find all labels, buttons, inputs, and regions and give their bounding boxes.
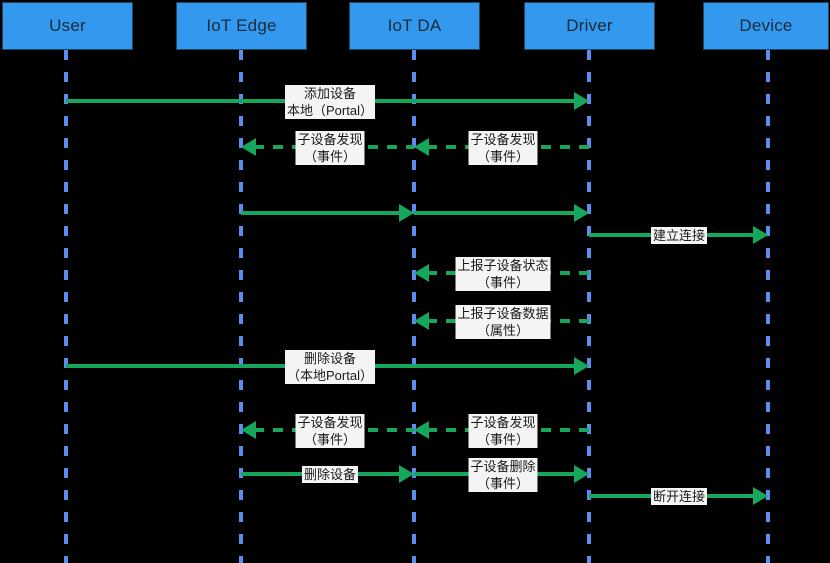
message-label-line: 子设备发现 [470, 415, 536, 430]
arrow-head-m2 [241, 138, 256, 156]
message-label-m9: 删除设备 （本地Portal） [285, 350, 375, 384]
actor-box-user[interactable]: User [2, 2, 133, 50]
arrow-head-m5 [574, 204, 589, 222]
message-label-m7: 上报子设备状态 （事件） [455, 257, 551, 291]
actor-label: Driver [566, 16, 613, 35]
arrow-head-m14 [753, 487, 768, 505]
lifeline-iot_da [412, 50, 416, 563]
arrow-head-m12 [399, 465, 414, 483]
lifeline-driver [587, 50, 591, 563]
actor-box-iot_edge[interactable]: IoT Edge [176, 2, 307, 50]
arrow-head-m1 [574, 92, 589, 110]
message-label-line: 删除设备 [303, 467, 357, 482]
actor-box-driver[interactable]: Driver [524, 2, 655, 50]
message-label-m12: 删除设备 [301, 466, 359, 483]
message-line-m4 [241, 211, 401, 215]
message-label-m14: 断开连接 [650, 488, 708, 505]
message-label-line: 子设备发现 [297, 132, 363, 147]
lifeline-user [64, 50, 68, 563]
message-label-line: 本地（Portal） [287, 103, 373, 118]
message-label-line: （事件） [476, 275, 530, 290]
message-label-line: 删除设备 [303, 351, 356, 366]
arrow-head-m10 [241, 421, 256, 439]
arrow-head-m4 [399, 204, 414, 222]
message-label-line: （本地Portal） [287, 368, 373, 383]
message-label-m3: 子设备发现 （事件） [468, 131, 538, 165]
actor-label: IoT Edge [206, 16, 277, 35]
lifeline-iot_edge [239, 50, 243, 563]
message-label-m11: 子设备发现 （事件） [468, 414, 538, 448]
message-label-line: （属性） [476, 323, 530, 338]
message-label-line: （事件） [476, 476, 530, 491]
message-label-line: （事件） [476, 432, 530, 447]
message-label-line: 子设备发现 [470, 132, 536, 147]
message-label-line: （事件） [476, 149, 530, 164]
arrow-head-m3 [414, 138, 429, 156]
message-label-line: 子设备发现 [297, 415, 363, 430]
arrow-head-m13 [574, 465, 589, 483]
arrow-head-m7 [414, 264, 429, 282]
arrow-head-m9 [574, 357, 589, 375]
message-label-m6: 建立连接 [650, 227, 708, 244]
arrow-head-m6 [753, 226, 768, 244]
message-label-m2: 子设备发现 （事件） [295, 131, 365, 165]
message-label-m13: 子设备删除 （事件） [468, 458, 538, 492]
message-label-m1: 添加设备本地（Portal） [285, 85, 375, 119]
message-label-line: 建立连接 [652, 228, 706, 243]
arrow-head-m8 [414, 312, 429, 330]
message-label-line: （事件） [303, 149, 357, 164]
actor-label: User [49, 16, 86, 35]
message-line-m5 [414, 211, 576, 215]
message-label-line: 子设备删除 [470, 459, 536, 474]
message-label-line: （事件） [303, 432, 357, 447]
actor-label: IoT DA [387, 16, 442, 35]
actor-box-device[interactable]: Device [703, 2, 829, 50]
message-label-line: 添加设备 [303, 86, 356, 101]
actor-box-iot_da[interactable]: IoT DA [349, 2, 480, 50]
message-label-m10: 子设备发现 （事件） [295, 414, 365, 448]
arrow-head-m11 [414, 421, 429, 439]
message-label-line: 上报子设备数据 [457, 306, 549, 321]
message-label-line: 上报子设备状态 [457, 258, 549, 273]
message-label-m8: 上报子设备数据 （属性） [455, 305, 551, 339]
actor-label: Device [739, 16, 793, 35]
lifeline-device [766, 50, 770, 563]
message-label-line: 断开连接 [652, 489, 706, 504]
